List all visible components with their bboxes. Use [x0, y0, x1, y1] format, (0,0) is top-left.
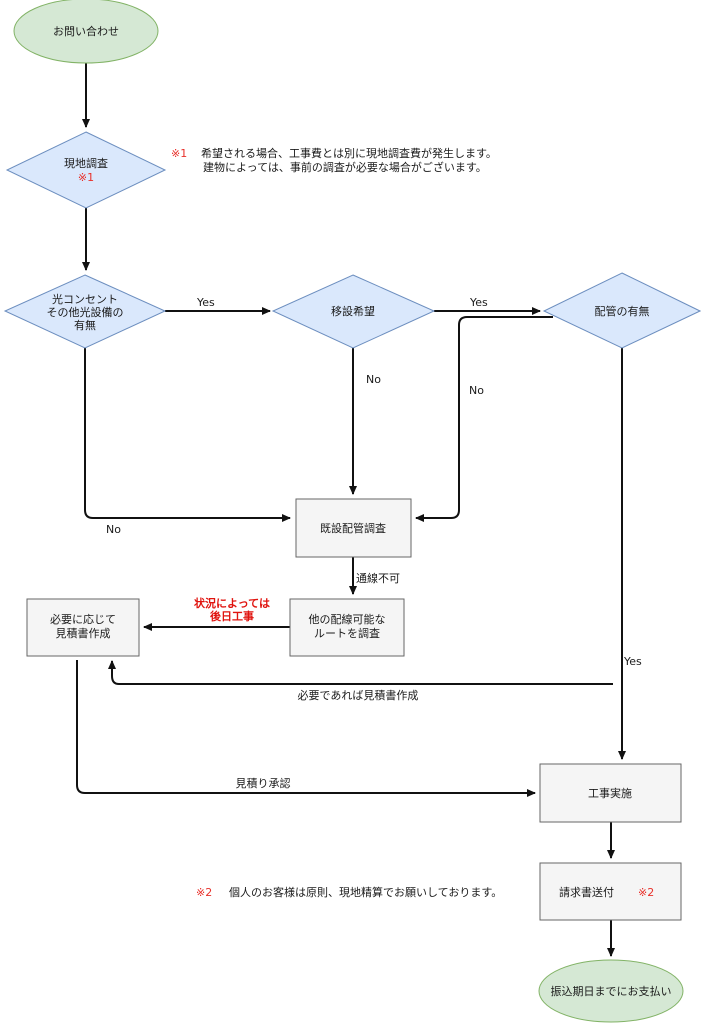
inquiry-oval: [13, 0, 159, 64]
node-payment: 振込期日までにお支払い: [538, 959, 684, 1023]
edges: [76, 63, 626, 957]
invoice-mark: ※2: [638, 886, 654, 899]
fiber-label-3: 有無: [74, 318, 96, 332]
relocation-label: 移設希望: [331, 304, 375, 318]
label-no-fiber: No: [106, 523, 121, 536]
piping-label: 配管の有無: [595, 304, 650, 318]
label-no-relocation: No: [366, 373, 381, 386]
survey-mark: ※1: [78, 171, 94, 184]
fiber-label-1: 光コンセント: [52, 292, 118, 306]
label-yes-piping-down: Yes: [623, 655, 642, 668]
construction-label: 工事実施: [588, 786, 632, 800]
estimate-label-2: 見積書作成: [56, 626, 111, 640]
node-fiber-equipment: 光コンセント その他光設備の 有無: [3, 274, 167, 349]
note-2: ※2 個人のお客様は原則、現地精算でお願いしております。: [196, 885, 502, 899]
label-no-piping: No: [469, 384, 484, 397]
other-route-box: [289, 598, 405, 657]
estimate-label-1: 必要に応じて: [50, 612, 116, 626]
label-estimate-approval: 見積り承認: [236, 776, 291, 790]
label-later-construction-1: 状況によっては: [194, 596, 270, 610]
invoice-box: [539, 862, 682, 921]
relocation-diamond: [271, 274, 436, 349]
note-1: ※1 希望される場合、工事費とは別に現地調査費が発生します。 建物によっては、事…: [171, 146, 497, 174]
label-estimate-if-needed: 必要であれば見積書作成: [298, 688, 419, 702]
note1-line1: 希望される場合、工事費とは別に現地調査費が発生します。: [201, 146, 497, 160]
invoice-label: 請求書送付: [559, 885, 614, 899]
note1-mark: ※1: [171, 147, 187, 160]
node-piping: 配管の有無: [542, 272, 701, 349]
other-route-label-2: ルートを調査: [314, 626, 380, 640]
edge-piping-no-to-existing: [415, 316, 553, 522]
label-later-construction-2: 後日工事: [210, 609, 254, 623]
label-no-wiring: 通線不可: [356, 571, 400, 585]
edge-estimate-to-construction: [76, 660, 536, 797]
edge-fiber-no-to-existing: [84, 348, 291, 522]
node-relocation: 移設希望: [271, 274, 436, 349]
note1-line2: 建物によっては、事前の調査が必要な場合がございます。: [203, 160, 487, 174]
label-yes-fiber: Yes: [196, 296, 215, 309]
piping-diamond: [542, 272, 701, 349]
node-inquiry: お問い合わせ: [13, 0, 159, 64]
node-other-route: 他の配線可能な ルートを調査: [289, 598, 405, 657]
survey-label: 現地調査: [64, 156, 108, 170]
fiber-diamond: [3, 274, 167, 349]
label-yes-relocation: Yes: [469, 296, 488, 309]
node-survey: 現地調査 ※1: [5, 131, 167, 209]
inquiry-label: お問い合わせ: [53, 24, 119, 38]
existing-pipe-label: 既設配管調査: [320, 521, 386, 535]
existing-pipe-box: [295, 498, 412, 558]
payment-oval: [538, 959, 684, 1023]
estimate-box: [26, 598, 140, 657]
node-invoice: 請求書送付 ※2: [539, 862, 682, 921]
note2-text: 個人のお客様は原則、現地精算でお願いしております。: [229, 885, 502, 899]
edge-labels: Yes Yes No No No 通線不可 状況によっては 後日工事 Yes 必…: [106, 296, 642, 790]
fiber-label-2: その他光設備の: [47, 305, 124, 319]
payment-label: 振込期日までにお支払い: [551, 984, 672, 998]
node-construction: 工事実施: [539, 763, 682, 823]
node-estimate: 必要に応じて 見積書作成: [26, 598, 140, 657]
other-route-label-1: 他の配線可能な: [309, 612, 386, 626]
survey-diamond: [5, 131, 167, 209]
node-existing-pipe: 既設配管調査: [295, 498, 412, 558]
edge-piping-to-estimate: [108, 660, 613, 685]
construction-box: [539, 763, 682, 823]
note2-mark: ※2: [196, 886, 212, 899]
